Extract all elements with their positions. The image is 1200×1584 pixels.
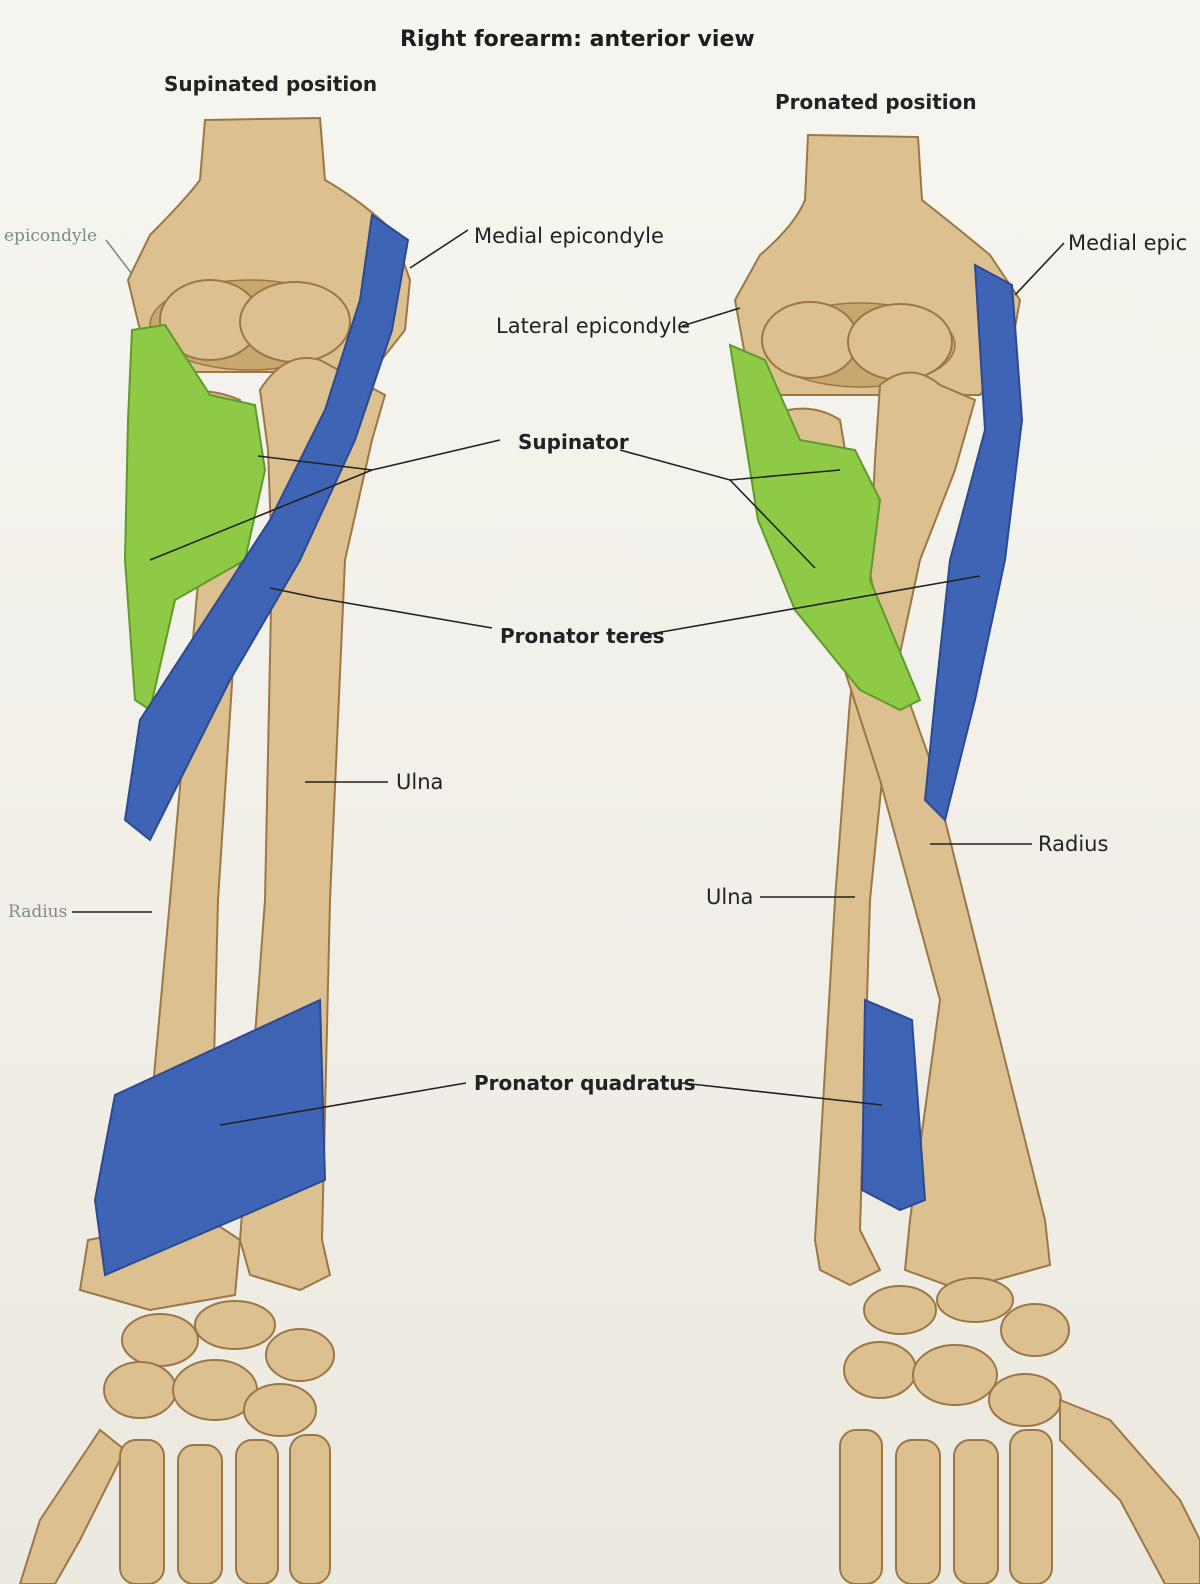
label-ulna-pronated: Ulna [706,885,754,909]
supinated-forearm [18,116,412,1584]
supinator-muscle-pronated [728,343,922,712]
label-supinator: Supinator [518,430,629,454]
label-medial-epicondyle-pronated: Medial epic [1068,231,1188,255]
pronated-forearm [728,133,1200,1584]
label-medial-epicondyle-supinated: Medial epicondyle [474,224,664,248]
heading-pronated: Pronated position [775,90,977,114]
leader-lateral-epicondyle-supinated [105,239,133,275]
leader-medial-epicondyle-pronated [1014,242,1065,296]
label-lateral-epicondyle-supinated: epicondyle [4,226,98,246]
label-pronator-quadratus: Pronator quadratus [474,1071,696,1095]
heading-supinated: Supinated position [164,72,378,96]
plate-title: Right forearm: anterior view [400,27,755,52]
leader-lines [72,229,1065,1126]
supinator-muscle-supinated [123,323,267,712]
pronator-quadratus-muscle-pronated [860,998,927,1212]
pronator-teres-muscle-pronated [923,263,1024,822]
label-radius-pronated: Radius [1038,832,1109,856]
pronator-quadratus-muscle-supinated [93,998,327,1277]
leader-pronator-teres [269,587,493,629]
label-pronator-teres: Pronator teres [500,624,665,648]
carpals-pronated [839,1277,1200,1584]
leader-pronator-quadratus [219,1082,467,1126]
ulna-pronated [813,371,977,1287]
pronator-teres-muscle-supinated [123,213,410,842]
carpals-supinated [18,1300,335,1584]
leader-lateral-epicondyle-pronated [681,307,741,327]
label-ulna-supinated: Ulna [396,770,444,794]
label-lateral-epicondyle-pronated: Lateral epicondyle [496,314,691,338]
leader-medial-epicondyle-supinated [409,229,469,269]
label-radius-supinated: Radius [8,902,68,922]
